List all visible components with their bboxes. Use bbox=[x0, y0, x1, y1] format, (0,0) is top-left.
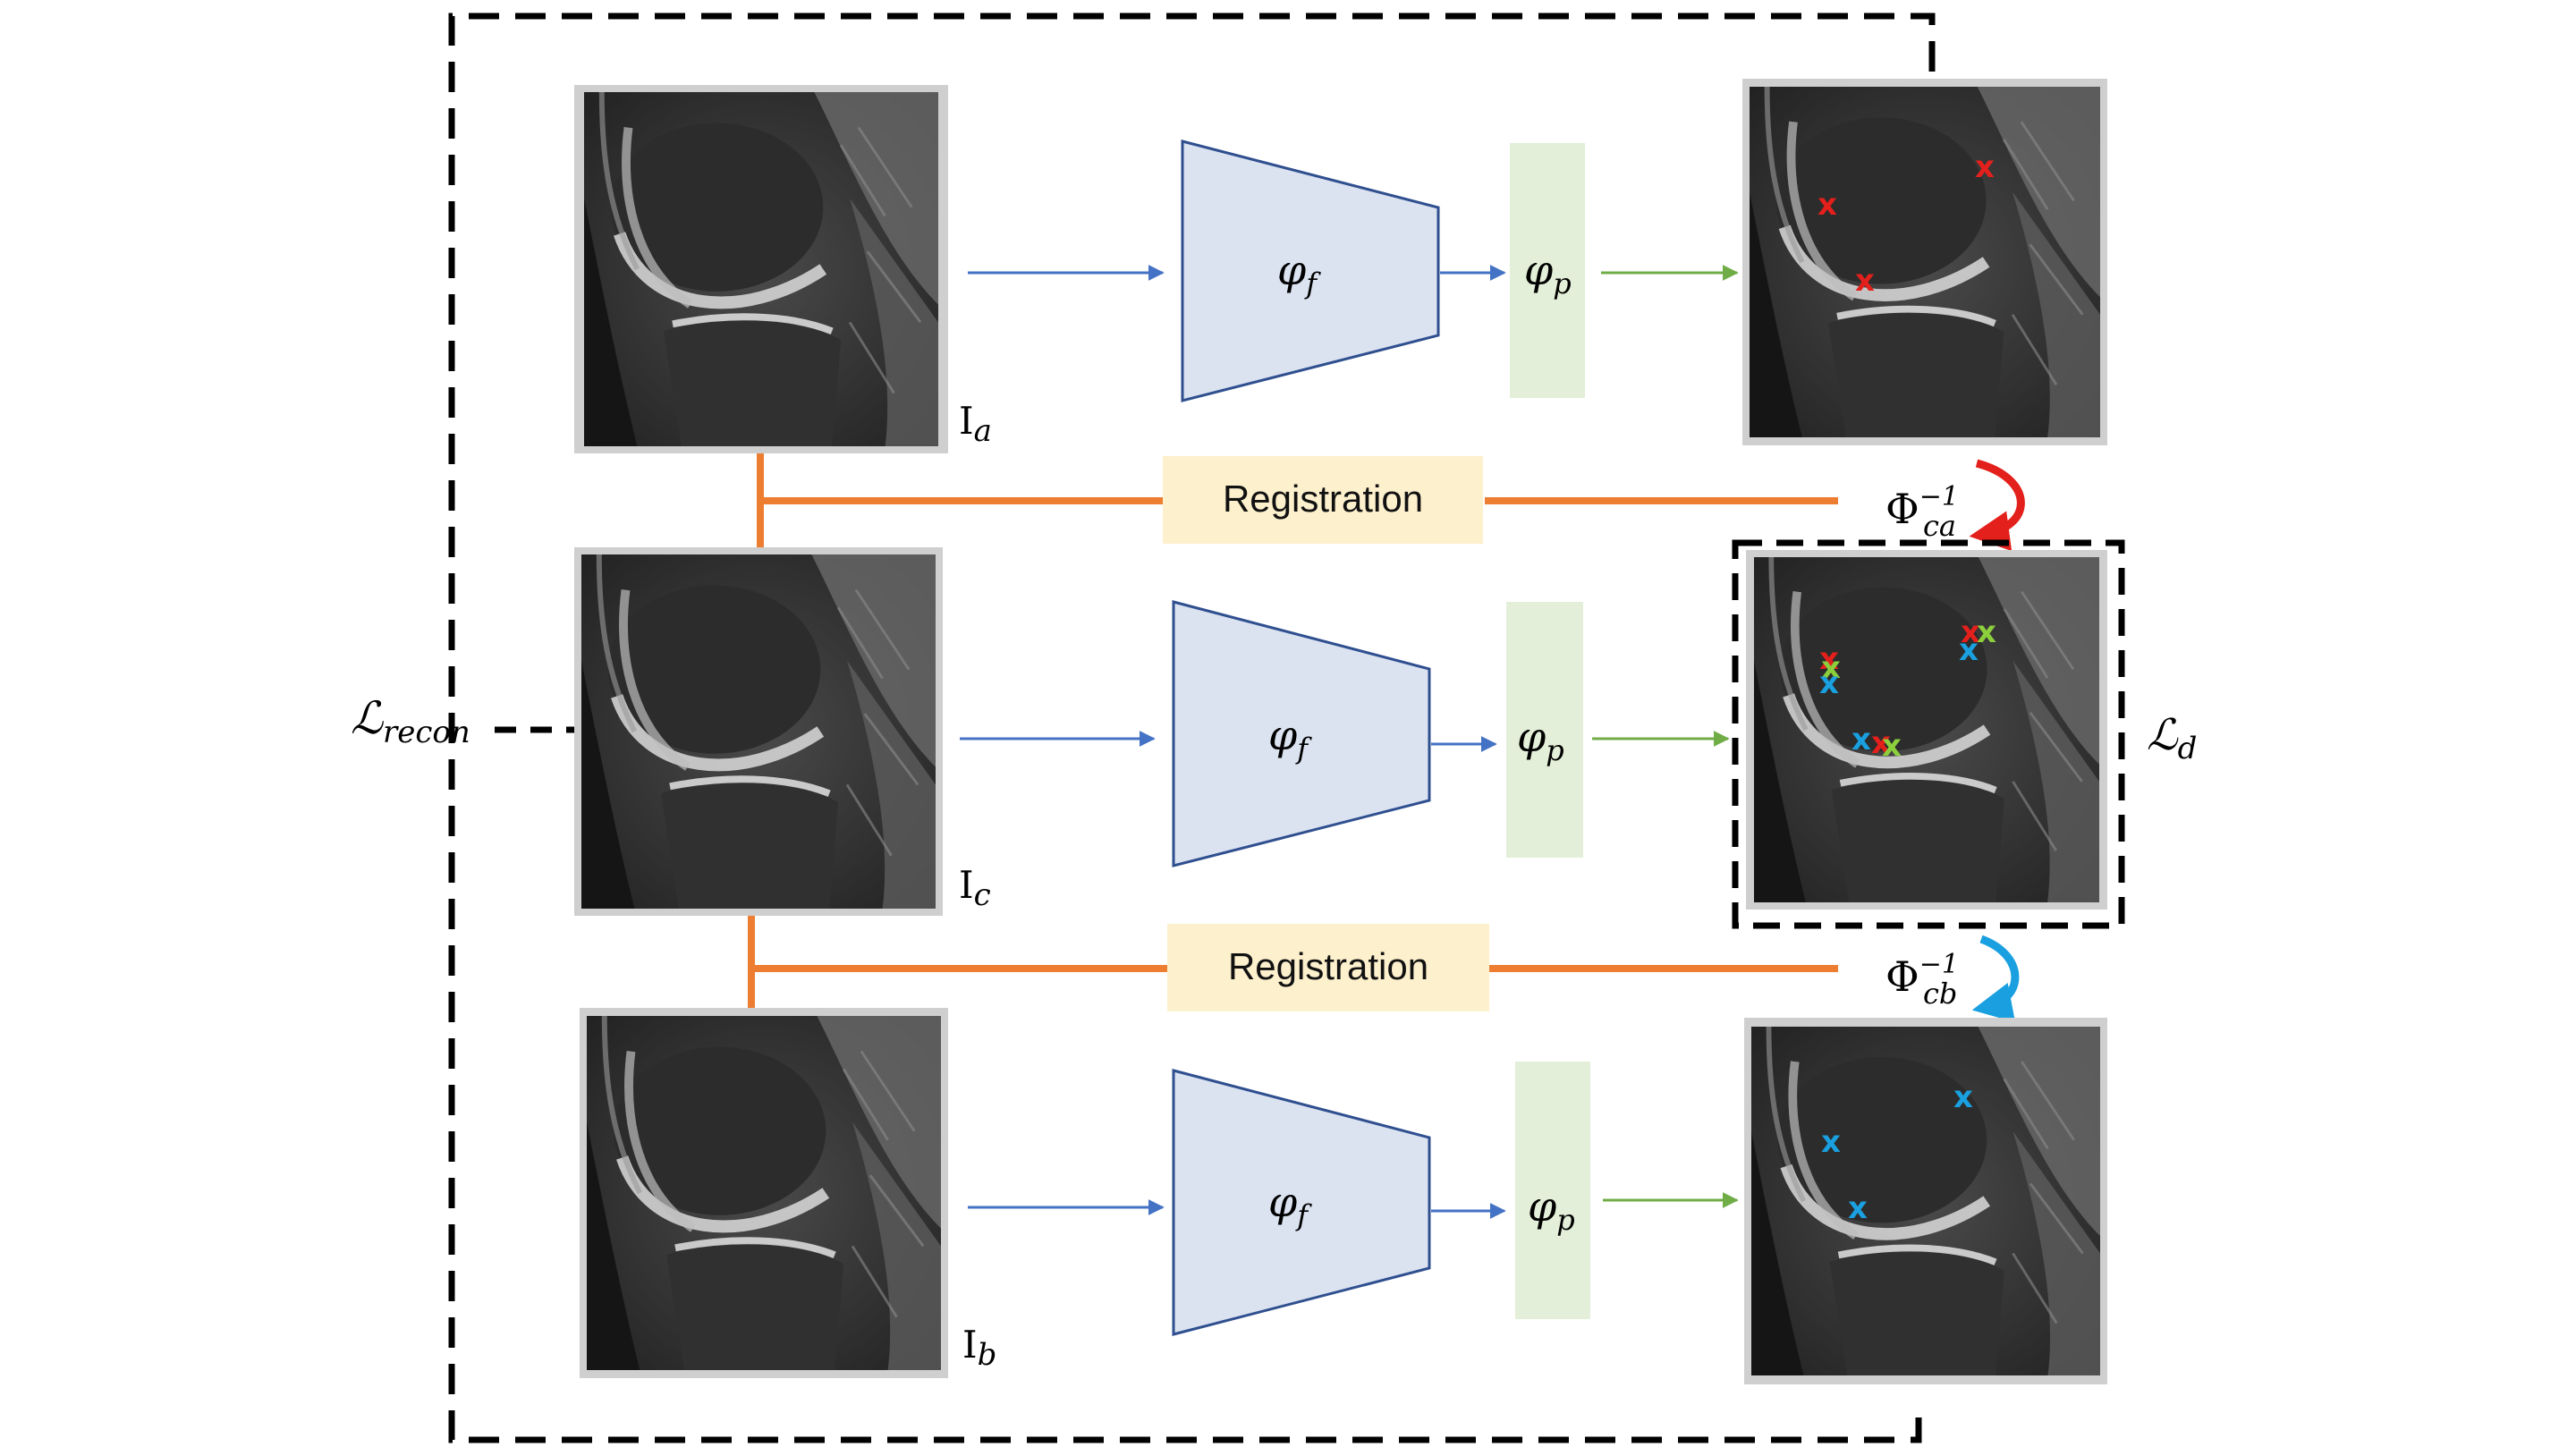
markers-a: x x x bbox=[1818, 149, 1995, 299]
svg-text:x: x bbox=[1821, 650, 1841, 686]
encoder-b-label: φf bbox=[1268, 1178, 1312, 1232]
svg-text:x: x bbox=[1882, 728, 1902, 764]
output-image-combined bbox=[1746, 550, 2107, 910]
svg-text:x: x bbox=[1871, 725, 1891, 761]
projector-a-label: φp bbox=[1524, 246, 1572, 300]
projector-c bbox=[1506, 602, 1583, 858]
output-image-a bbox=[1742, 79, 2107, 445]
svg-text:x: x bbox=[1819, 665, 1839, 701]
registration-label-top: Registration bbox=[1223, 478, 1423, 520]
projector-a bbox=[1510, 143, 1585, 398]
image-b bbox=[580, 1008, 948, 1378]
registration-label-bottom: Registration bbox=[1228, 945, 1428, 987]
registration-box-top bbox=[1163, 456, 1483, 544]
svg-text:x: x bbox=[1819, 641, 1839, 677]
svg-text:x: x bbox=[1852, 722, 1871, 757]
label-image-c: Ic bbox=[959, 863, 991, 913]
projector-b bbox=[1515, 1062, 1590, 1319]
svg-text:x: x bbox=[1818, 187, 1837, 223]
registration-box-bottom bbox=[1167, 924, 1489, 1011]
svg-text:x: x bbox=[1953, 1079, 1973, 1115]
phi-ca-arrow bbox=[1969, 459, 2025, 552]
encoder-c bbox=[1172, 600, 1431, 867]
encoder-b bbox=[1172, 1069, 1431, 1336]
projector-b-label: φp bbox=[1528, 1182, 1575, 1237]
phi-cb-arrow bbox=[1971, 935, 2020, 1023]
loss-d-dashed-box bbox=[1732, 539, 2125, 929]
label-image-a: Ia bbox=[959, 399, 992, 449]
svg-text:x: x bbox=[1961, 614, 1980, 650]
recon-dashed-border bbox=[448, 13, 1936, 1443]
svg-text:x: x bbox=[1848, 1190, 1868, 1226]
svg-text:x: x bbox=[1975, 149, 1995, 185]
markers-combined: x x x x x x x x x bbox=[1819, 614, 1996, 764]
image-a bbox=[574, 85, 948, 453]
loss-recon-label: ℒrecon bbox=[351, 692, 470, 750]
label-image-b: Ib bbox=[962, 1323, 996, 1373]
image-c bbox=[574, 547, 943, 916]
svg-text:x: x bbox=[1855, 263, 1875, 299]
encoder-a bbox=[1181, 140, 1440, 402]
markers-b: x x x bbox=[1821, 1079, 1973, 1226]
svg-text:x: x bbox=[1959, 632, 1979, 668]
loss-d-label: ℒd bbox=[2147, 710, 2197, 766]
registration-lines bbox=[748, 452, 1838, 1009]
projector-c-label: φp bbox=[1517, 713, 1564, 767]
svg-text:x: x bbox=[1821, 1124, 1841, 1160]
svg-text:x: x bbox=[1977, 614, 1996, 650]
output-image-b bbox=[1744, 1018, 2107, 1384]
